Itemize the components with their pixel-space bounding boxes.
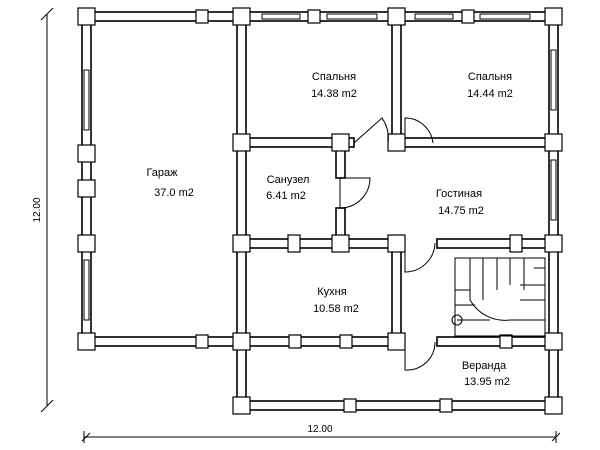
room-labels: Гараж 37.0 m2 Спальня 14.38 m2 Спальня 1… bbox=[146, 71, 512, 388]
height-dimension-label: 12.00 bbox=[32, 197, 43, 222]
log-joints bbox=[77, 7, 563, 415]
kitchen-name: Кухня bbox=[317, 286, 346, 298]
living-area: 14.75 m2 bbox=[438, 205, 484, 217]
veranda-area: 13.95 m2 bbox=[464, 376, 510, 388]
windows bbox=[83, 13, 557, 321]
vertical-dimension: 12.00 bbox=[32, 7, 54, 413]
bathroom-area: 6.41 m2 bbox=[266, 190, 306, 202]
bedroom2-name: Спальня bbox=[468, 71, 512, 83]
garage-name: Гараж bbox=[146, 167, 178, 179]
staircase bbox=[451, 257, 546, 337]
width-dimension-label: 12.00 bbox=[307, 424, 332, 435]
living-name: Гостиная bbox=[436, 188, 482, 200]
bedroom2-area: 14.44 m2 bbox=[467, 88, 513, 100]
garage-area: 37.0 m2 bbox=[154, 187, 194, 199]
veranda-name: Веранда bbox=[462, 360, 507, 372]
kitchen-area: 10.58 m2 bbox=[313, 303, 359, 315]
bedroom1-area: 14.38 m2 bbox=[311, 88, 357, 100]
bathroom-name: Санузел bbox=[267, 174, 310, 186]
horizontal-dimension: 12.00 bbox=[81, 424, 561, 443]
doors bbox=[339, 117, 436, 371]
bedroom1-name: Спальня bbox=[312, 71, 356, 83]
